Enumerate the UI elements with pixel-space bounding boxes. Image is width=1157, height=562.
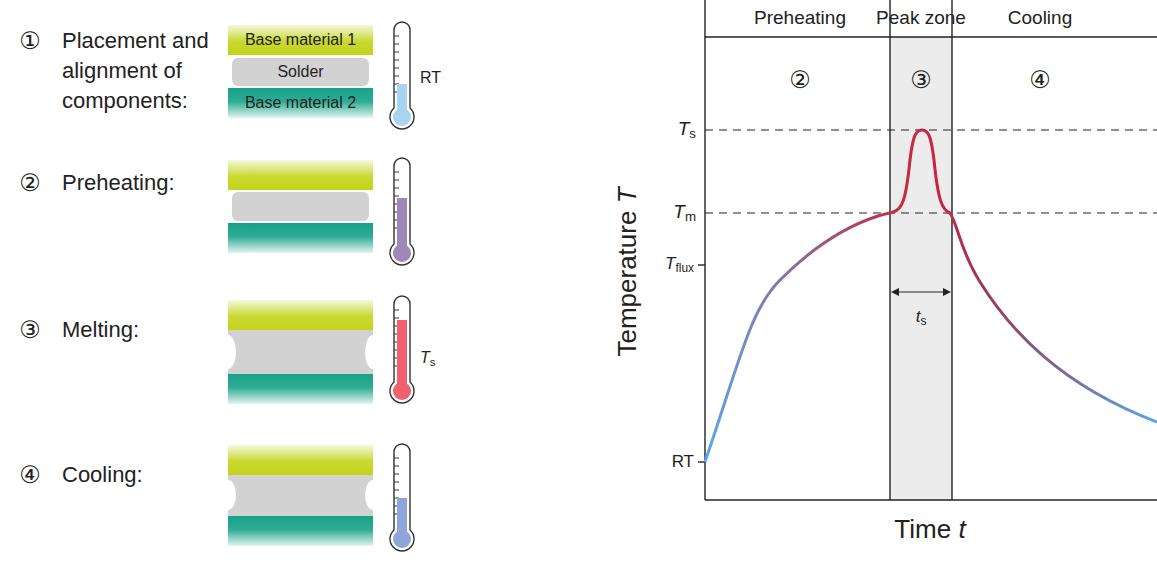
step-label: Melting: [62,317,139,343]
axis-title: Time t [894,514,965,545]
zone-number: ② [789,66,811,95]
step-number: ① [19,27,41,56]
zone-number: ④ [1029,66,1051,95]
thermometer-label: RT [420,68,441,87]
axis-tick-label: Tm [673,201,696,225]
base-material-layer: Base material 2 [228,88,373,118]
duration-label: ts [916,307,927,328]
layer-label: Base material 1 [245,31,356,49]
step-number: ④ [19,461,41,490]
axis-tick-label: Tflux [665,254,694,275]
base-material-layer: Base material 1 [228,25,373,55]
step-label: Cooling: [62,462,143,488]
step-label: Placement and alignment of components: [62,26,230,116]
zone-header: Peak zone [876,7,966,30]
layer-label: Base material 2 [245,94,356,112]
layer-label: Solder [277,63,323,81]
axis-tick-label: Ts [678,118,696,142]
solder-layer: Solder [232,58,369,86]
step-number: ③ [19,316,41,345]
zone-number: ③ [910,66,932,95]
thermometer-label: Ts [420,348,435,369]
axis-title: Temperature T [612,187,643,356]
step-number: ② [19,169,41,198]
zone-header: Cooling [1008,7,1072,30]
axis-tick-label: RT [672,452,694,472]
step-label: Preheating: [62,170,175,196]
zone-header: Preheating [754,7,846,30]
